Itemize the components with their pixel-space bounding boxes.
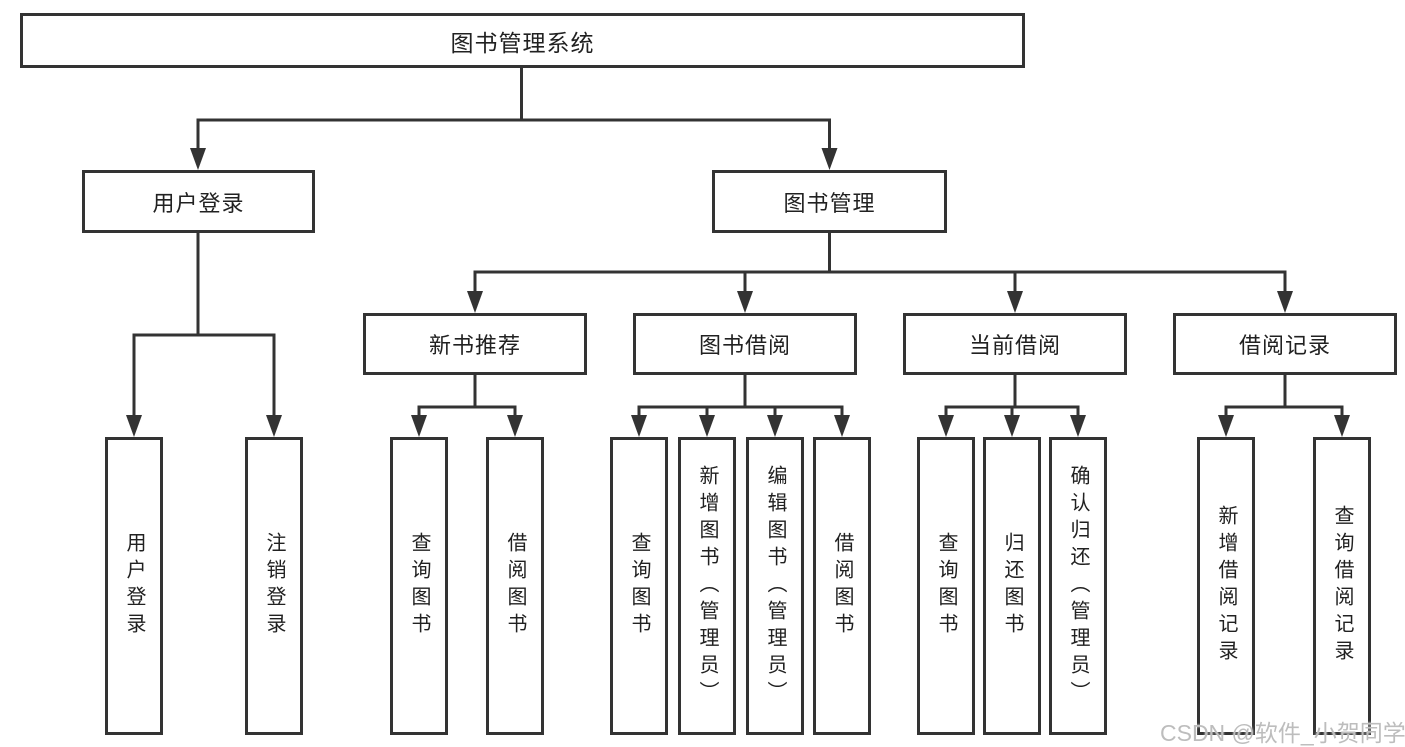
node-label: 借阅图书 <box>504 532 526 640</box>
leaf-user-login: 用户登录 <box>105 437 163 735</box>
node-book-borrow: 图书借阅 <box>633 313 857 375</box>
csdn-watermark: CSDN @软件_小贺同学 <box>1160 720 1405 746</box>
node-label: 编辑图书（管理员） <box>764 464 786 708</box>
leaf-borrow-books: 借阅图书 <box>813 437 871 735</box>
leaf-logout: 注销登录 <box>245 437 303 735</box>
node-borrow-record: 借阅记录 <box>1173 313 1397 375</box>
node-label: 新增图书（管理员） <box>696 464 718 708</box>
node-label: 图书借阅 <box>698 333 791 358</box>
node-current-borrow: 当前借阅 <box>903 313 1127 375</box>
node-label: 当前借阅 <box>968 333 1061 358</box>
node-user-login: 用户登录 <box>82 170 315 233</box>
node-label: 新增借阅记录 <box>1215 505 1237 667</box>
node-label: 查询图书 <box>628 532 650 640</box>
leaf-query-books-recommend: 查询图书 <box>390 437 448 735</box>
leaf-query-borrow-record: 查询借阅记录 <box>1313 437 1371 735</box>
node-label: 查询图书 <box>935 532 957 640</box>
leaf-edit-books-admin: 编辑图书（管理员） <box>746 437 804 735</box>
leaf-add-borrow-record: 新增借阅记录 <box>1197 437 1255 735</box>
node-label: 确认归还（管理员） <box>1067 464 1089 708</box>
node-label: 查询借阅记录 <box>1331 505 1353 667</box>
node-library-management-system: 图书管理系统 <box>20 13 1025 68</box>
node-label: 图书管理 <box>783 190 876 216</box>
node-label: 借阅图书 <box>831 532 853 640</box>
node-label: 新书推荐 <box>428 333 521 358</box>
leaf-query-books-borrow: 查询图书 <box>610 437 668 735</box>
node-label: 用户登录 <box>123 532 145 640</box>
leaf-add-books-admin: 新增图书（管理员） <box>678 437 736 735</box>
node-label: 借阅记录 <box>1238 333 1331 358</box>
leaf-confirm-return-admin: 确认归还（管理员） <box>1049 437 1107 735</box>
node-label: 查询图书 <box>408 532 430 640</box>
node-book-management: 图书管理 <box>712 170 947 233</box>
node-label: 注销登录 <box>263 532 285 640</box>
node-label: 用户登录 <box>152 190 245 216</box>
leaf-borrow-books-recommend: 借阅图书 <box>486 437 544 735</box>
node-new-book-recommend: 新书推荐 <box>363 313 587 375</box>
node-label: 归还图书 <box>1001 532 1023 640</box>
leaf-query-books-current: 查询图书 <box>917 437 975 735</box>
node-label: 图书管理系统 <box>450 29 595 56</box>
leaf-return-books: 归还图书 <box>983 437 1041 735</box>
